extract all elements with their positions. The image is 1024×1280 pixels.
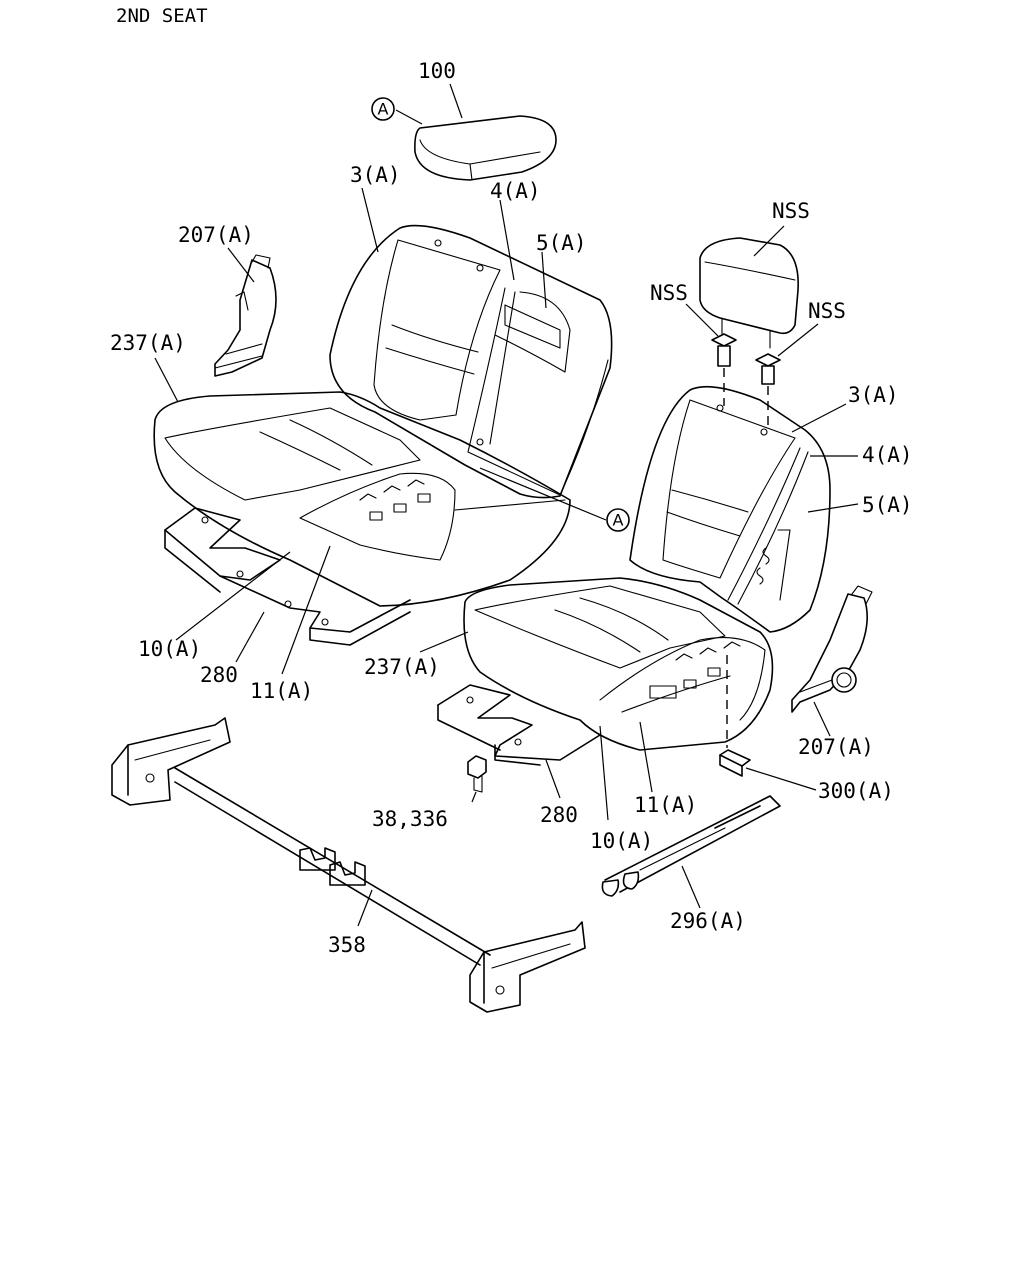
clip-part: [719, 655, 751, 777]
left-seat-back: [329, 224, 613, 499]
callout-100: 100: [418, 59, 456, 83]
callout-207a-left: 207(A): [178, 223, 254, 247]
callout-3a-left: 3(A): [350, 163, 401, 187]
callout-207a-right: 207(A): [798, 735, 874, 759]
left-seat-cushion: [153, 391, 571, 607]
callout-358: 358: [328, 933, 366, 957]
callout-10a-right: 10(A): [590, 829, 653, 853]
callout-11a-right: 11(A): [634, 793, 697, 817]
callout-300a: 300(A): [818, 779, 894, 803]
callout-296a: 296(A): [670, 909, 746, 933]
callout-4a-left: 4(A): [490, 179, 541, 203]
headrest: [699, 237, 799, 349]
left-seat-base-plate: [164, 507, 411, 646]
callout-5a-left: 5(A): [536, 231, 587, 255]
leader-lines: [154, 83, 859, 927]
right-seat-back: [629, 385, 831, 633]
svg-text:A: A: [378, 100, 389, 119]
reference-mark-a-top: A: [371, 97, 395, 121]
right-seat-cushion: [463, 577, 774, 751]
seat-rail-frame: [111, 717, 586, 1013]
reference-mark-a-mid: A: [606, 508, 630, 532]
callout-237a-right: 237(A): [364, 655, 440, 679]
right-seatbelt-buckle: [791, 585, 873, 713]
callout-4a-right: 4(A): [862, 443, 913, 467]
callout-3a-right: 3(A): [848, 383, 899, 407]
diagram-title: 2ND SEAT: [116, 5, 208, 27]
callout-11a-left: 11(A): [250, 679, 313, 703]
svg-text:A: A: [613, 511, 624, 530]
callout-280-right: 280: [540, 803, 578, 827]
left-seatbelt-buckle: [214, 254, 277, 377]
callout-38-336: 38,336: [372, 807, 448, 831]
callout-nss-top: NSS: [772, 199, 810, 223]
strap: [601, 795, 781, 897]
callout-10a-left: 10(A): [138, 637, 201, 661]
callout-nss-right: NSS: [808, 299, 846, 323]
callout-280-left: 280: [200, 663, 238, 687]
callout-237a-left: 237(A): [110, 331, 186, 355]
bolt: [467, 755, 487, 793]
callout-5a-right: 5(A): [862, 493, 913, 517]
callout-nss-left: NSS: [650, 281, 688, 305]
right-seat-base-plate: [437, 684, 601, 766]
armrest: [414, 115, 557, 181]
headrest-guides: [711, 333, 781, 430]
